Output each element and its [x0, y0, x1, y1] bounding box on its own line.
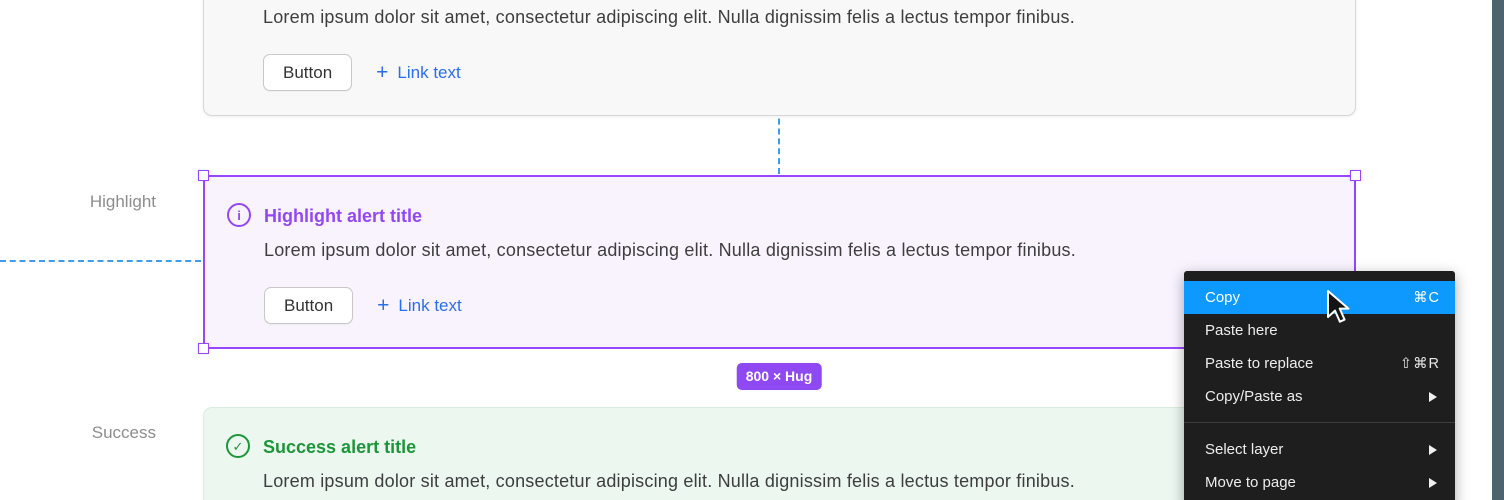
- menu-item-label: Move to page: [1205, 474, 1296, 491]
- menu-item-copy[interactable]: Copy ⌘C: [1184, 281, 1455, 314]
- alert-actions: Button + Link text: [263, 54, 461, 91]
- highlight-alert-card[interactable]: i Highlight alert title Lorem ipsum dolo…: [198, 170, 1361, 354]
- alert-title: Highlight alert title: [264, 206, 423, 226]
- section-label-highlight[interactable]: Highlight: [89, 192, 156, 211]
- menu-item-paste-here[interactable]: Paste here: [1184, 314, 1455, 347]
- right-panel-edge: [1492, 0, 1504, 500]
- menu-item-shortcut: ⌘C: [1413, 289, 1440, 306]
- selection-handle-bottom-left[interactable]: [198, 343, 209, 354]
- info-icon-glyph: i: [237, 207, 241, 223]
- alert-title: Success alert title: [263, 437, 417, 457]
- context-menu: Copy ⌘C Paste here Paste to replace ⇧⌘R …: [1184, 271, 1455, 500]
- check-icon-glyph: ✓: [232, 438, 244, 454]
- plus-icon: +: [376, 61, 389, 84]
- selection-handle-top-left[interactable]: [198, 170, 209, 181]
- submenu-arrow-icon: [1429, 444, 1437, 455]
- center-guide-horizontal: [0, 260, 201, 262]
- size-badge: 800 × Hug: [736, 363, 822, 390]
- alert-link[interactable]: + Link text: [377, 295, 462, 316]
- menu-item-select-layer[interactable]: Select layer: [1184, 433, 1455, 466]
- section-label-success[interactable]: Success: [91, 423, 156, 442]
- check-circle-icon: ✓: [226, 434, 250, 458]
- submenu-arrow-icon: [1429, 477, 1437, 488]
- alert-body-text: Lorem ipsum dolor sit amet, consectetur …: [264, 240, 1076, 260]
- info-icon: i: [227, 203, 251, 227]
- alert-body-text: Lorem ipsum dolor sit amet, consectetur …: [263, 7, 1075, 27]
- menu-item-label: Copy: [1205, 289, 1241, 306]
- menu-separator: [1184, 422, 1455, 423]
- alert-link-label: Link text: [398, 295, 462, 315]
- selection-handle-top-right[interactable]: [1350, 170, 1361, 181]
- menu-item-shortcut: ⇧⌘R: [1399, 355, 1440, 372]
- submenu-arrow-icon: [1429, 391, 1437, 402]
- alert-link-label: Link text: [397, 62, 461, 82]
- menu-item-label: Paste to replace: [1205, 355, 1314, 372]
- alert-actions: Button + Link text: [264, 287, 462, 324]
- alert-body-text: Lorem ipsum dolor sit amet, consectetur …: [263, 471, 1075, 491]
- default-alert-card[interactable]: Lorem ipsum dolor sit amet, consectetur …: [203, 0, 1356, 116]
- menu-item-label: Paste here: [1205, 322, 1278, 339]
- menu-item-label: Copy/Paste as: [1205, 388, 1303, 405]
- menu-item-move-to-page[interactable]: Move to page: [1184, 466, 1455, 499]
- menu-item-label: Select layer: [1205, 441, 1284, 458]
- menu-item-copy-paste-as[interactable]: Copy/Paste as: [1184, 380, 1455, 413]
- alert-link[interactable]: + Link text: [376, 62, 461, 83]
- alert-button[interactable]: Button: [264, 287, 354, 324]
- menu-item-paste-to-replace[interactable]: Paste to replace ⇧⌘R: [1184, 347, 1455, 380]
- alert-button[interactable]: Button: [263, 54, 353, 91]
- success-alert-card[interactable]: ✓ Success alert title Lorem ipsum dolor …: [203, 407, 1356, 500]
- plus-icon: +: [377, 294, 390, 317]
